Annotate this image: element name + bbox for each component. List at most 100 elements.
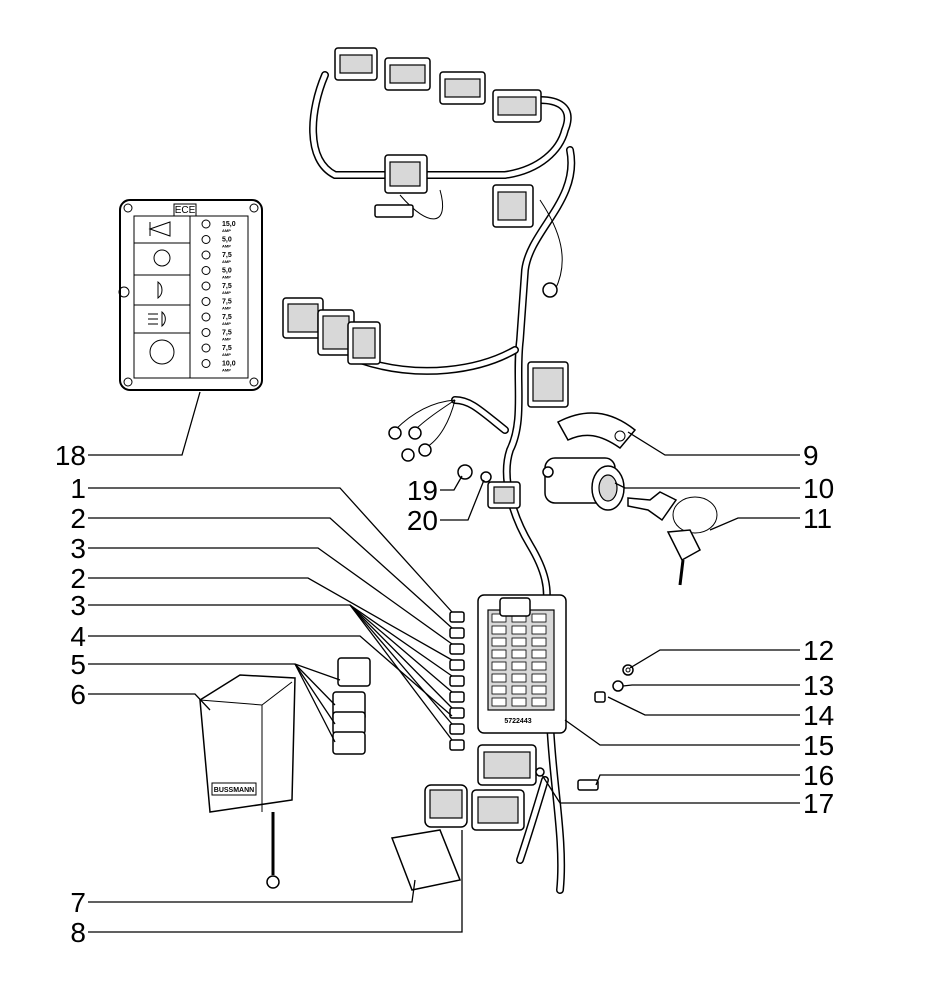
callout-19: 19 [407, 475, 438, 506]
fusebox-slot [531, 649, 547, 659]
fusebox-slot [511, 625, 527, 635]
fuse-rating-unit-10: AMP [222, 368, 231, 373]
leader-lines [88, 391, 800, 933]
fusebox-slot [531, 613, 547, 623]
fusebox-slot [491, 613, 507, 623]
washers-and-screw [594, 664, 634, 703]
square-relay [424, 784, 468, 828]
callout-5: 5 [70, 649, 86, 680]
hazard-icon [153, 249, 171, 267]
callout-12: 12 [803, 635, 834, 666]
fusebox-slot [511, 649, 527, 659]
fuse-symbol-icon [201, 297, 211, 306]
callout-10: 10 [803, 473, 834, 504]
callout-18: 18 [55, 440, 86, 471]
fusebox-slot [491, 661, 507, 671]
callout-8: 8 [70, 917, 86, 948]
fuse-rating-2: 5,0 [222, 237, 232, 244]
dipped-beam-icon [148, 310, 166, 328]
fuse-rating-unit-2: AMP [222, 244, 231, 249]
fusebox-slot [531, 685, 547, 695]
callout-17: 17 [803, 788, 834, 819]
horn-icon [148, 221, 171, 237]
fuse-chart-title: ECE [175, 205, 196, 216]
left-connectors [282, 297, 569, 408]
fuse-rating-unit-9: AMP [222, 352, 231, 357]
ignition-switch [542, 457, 625, 511]
fusebox-slot [511, 661, 527, 671]
fuse-symbol-icon [201, 281, 211, 291]
fuse-rating-unit-3: AMP [222, 259, 231, 264]
fuse-rating-unit-8: AMP [222, 337, 231, 342]
callout-9: 9 [803, 440, 819, 471]
fuse-symbol-icon [201, 250, 211, 260]
fuse-rating-3: 7,5 [222, 252, 232, 259]
top-connectors [334, 47, 558, 298]
fuse-rating-unit-6: AMP [222, 306, 231, 311]
fuse-symbol-icon [201, 266, 211, 275]
fuse-symbol-icon [201, 359, 211, 368]
fuse-rating-unit-4: AMP [222, 275, 231, 280]
fuse-rating-7: 7,5 [222, 314, 232, 321]
fuse-rating-unit-1: AMP [222, 228, 231, 233]
callout-4: 4 [70, 621, 86, 652]
fuse-symbol-icon [201, 219, 211, 229]
fusebox-slot [511, 637, 527, 647]
fuse-ratings: 15,0AMP5,0AMP7,5AMP5,0AMP7,5AMP7,5AMP7,5… [201, 219, 236, 373]
cover-cap [390, 829, 462, 891]
fuse-chart-label: ECE 15,0AMP5,0AMP7,5AMP5,0AMP7,5AMP7,5AM… [118, 199, 263, 391]
fuse-box: 5722443 [477, 594, 567, 734]
nut-and-washer [457, 464, 492, 483]
relay-holder [471, 744, 599, 831]
callout-20: 20 [407, 505, 438, 536]
fusebox-slot [491, 673, 507, 683]
fuse-symbol-icon [201, 235, 211, 244]
callout-14: 14 [803, 700, 834, 731]
fuse-symbol-icon [201, 312, 211, 322]
fusebox-slot [531, 661, 547, 671]
fusebox-slot [491, 637, 507, 647]
callout-11: 11 [803, 503, 832, 534]
fuse-symbol-icon [201, 328, 211, 337]
relays [332, 657, 371, 755]
fuse-rating-unit-5: AMP [222, 290, 231, 295]
fusebox-slot [491, 625, 507, 635]
callout-16: 16 [803, 760, 834, 791]
fusebox-slot [491, 649, 507, 659]
ignition-keys [627, 491, 718, 586]
gauge-icon [149, 339, 175, 365]
fusebox-slot [491, 697, 507, 707]
fuse-rating-9: 7,5 [222, 345, 232, 352]
fuse-rating-10: 10,0 [222, 361, 236, 368]
fusebox-slot [491, 685, 507, 695]
callout-13: 13 [803, 670, 834, 701]
fuse-rating-1: 15,0 [222, 221, 236, 228]
fusebox-slot [511, 697, 527, 707]
callout-1: 1 [70, 473, 86, 504]
fuse-rating-unit-7: AMP [222, 321, 231, 326]
callout-2b: 2 [70, 563, 86, 594]
fusebox-slot [531, 625, 547, 635]
fuse-symbol-icon [201, 343, 211, 353]
fuse-rating-6: 7,5 [222, 299, 232, 306]
callout-3b: 3 [70, 590, 86, 621]
headlight-icon [157, 280, 163, 300]
callout-numbers: 18 1 2 3 2 3 4 5 6 7 8 19 20 9 10 11 12 … [55, 440, 834, 948]
callout-7: 7 [70, 887, 86, 918]
fuse-rating-8: 7,5 [222, 330, 232, 337]
small-relay-connector [487, 481, 521, 509]
fusebox-code: 5722443 [504, 718, 531, 725]
fusebox-slot [531, 673, 547, 683]
fuse-rating-5: 7,5 [222, 283, 232, 290]
fuse-rating-4: 5,0 [222, 268, 232, 275]
callout-2a: 2 [70, 503, 86, 534]
control-unit-box: BUSSMANN [199, 674, 296, 889]
callout-6: 6 [70, 679, 86, 710]
ring-terminals [388, 426, 432, 462]
callout-15: 15 [803, 730, 834, 761]
fusebox-slot [511, 685, 527, 695]
fusebox-slot [511, 673, 527, 683]
fusebox-slot [531, 637, 547, 647]
callout-3a: 3 [70, 533, 86, 564]
